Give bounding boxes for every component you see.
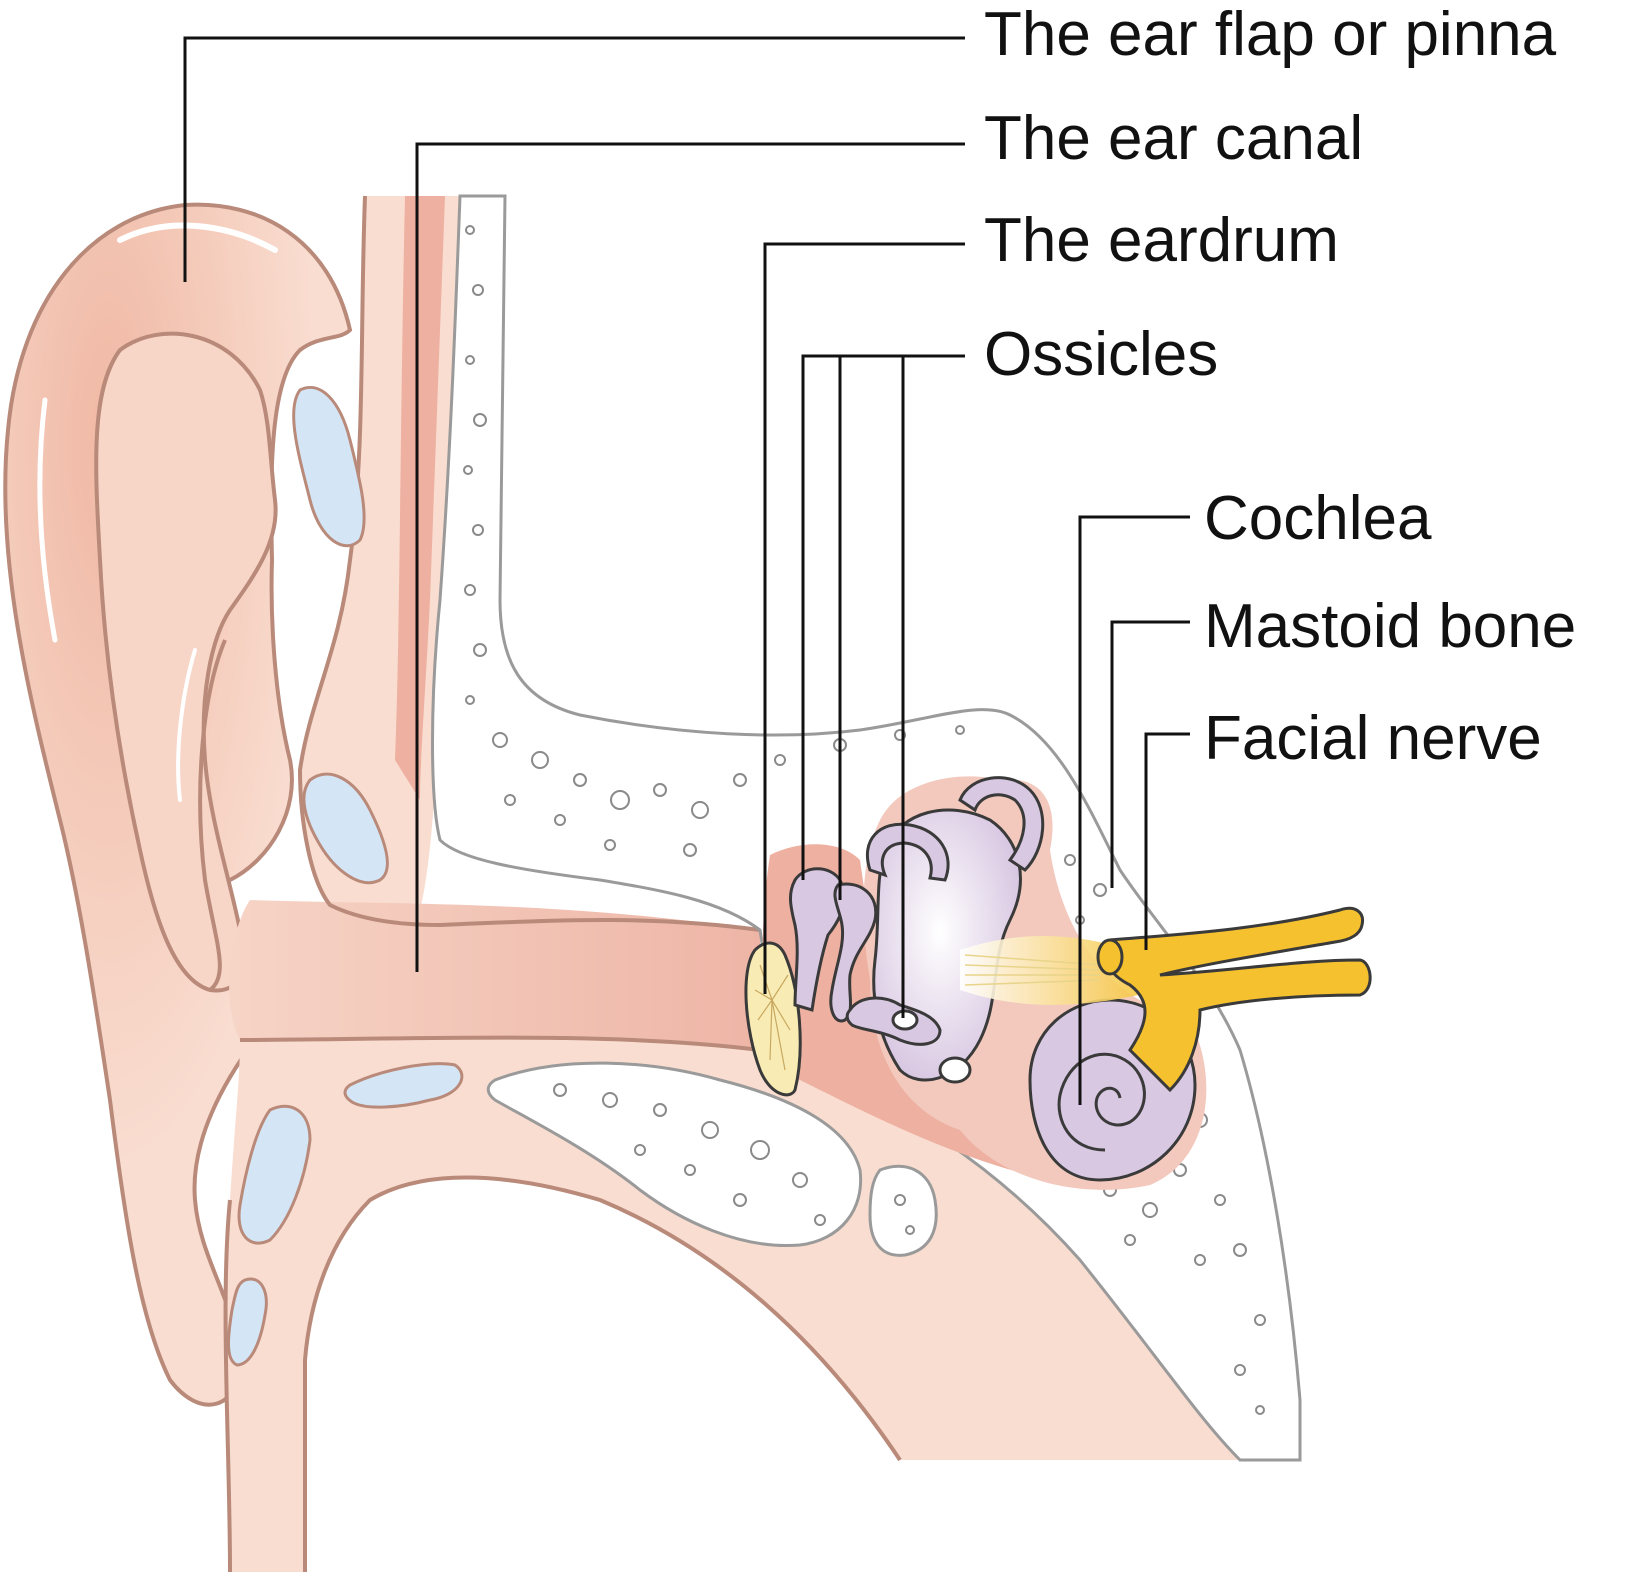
leader-facial — [1144, 732, 1190, 950]
leader-ossicles — [801, 354, 965, 880]
label-pinna: The ear flap or pinna — [984, 0, 1557, 69]
facial-nerve-shape — [1096, 906, 1372, 1093]
leader-lines — [183, 36, 1190, 1105]
label-ear-canal: The ear canal — [984, 104, 1364, 173]
leader-pinna — [183, 36, 965, 282]
ossicles-shape — [789, 867, 942, 1046]
leader-canal — [415, 142, 965, 972]
leader-mastoid — [1110, 620, 1190, 888]
skin-tissue — [223, 195, 1241, 1572]
label-cochlea: Cochlea — [1204, 484, 1432, 553]
label-mastoid-bone: Mastoid bone — [1204, 592, 1577, 661]
label-ossicles: Ossicles — [984, 320, 1219, 389]
leader-eardrum — [763, 242, 965, 994]
label-facial-nerve: Facial nerve — [1204, 704, 1542, 773]
pinna-shape — [3, 202, 353, 1407]
cartilage-islands — [227, 386, 464, 1367]
eardrum-shape — [744, 941, 802, 1097]
label-eardrum: The eardrum — [984, 206, 1339, 275]
leader-cochlea — [1078, 515, 1190, 1105]
